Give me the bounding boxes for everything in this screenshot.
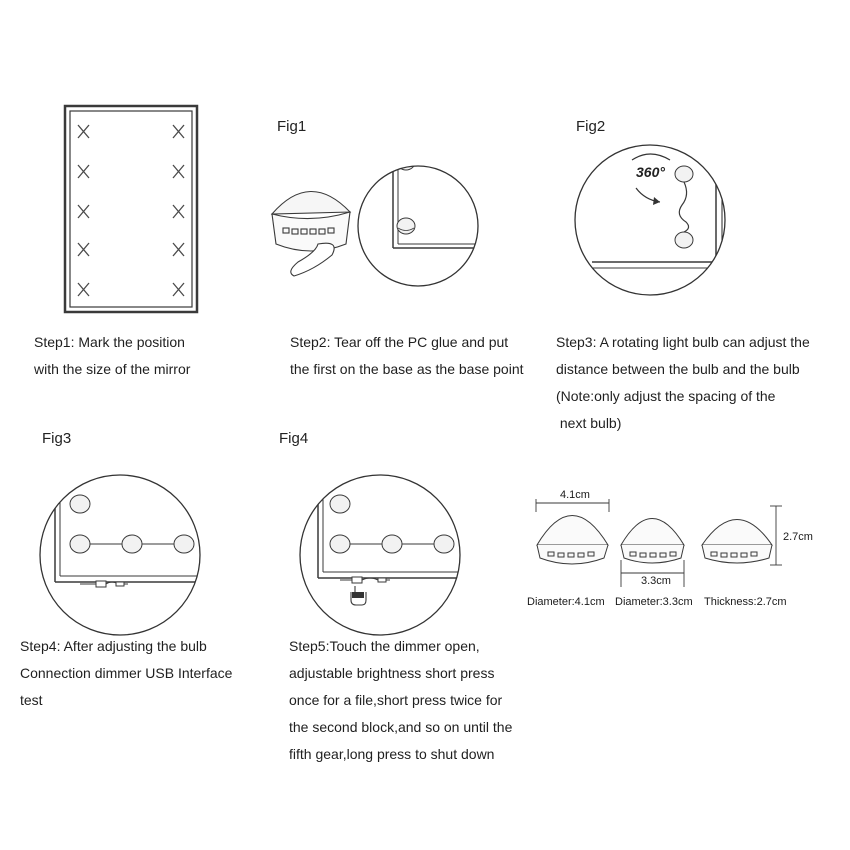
bulb-large	[536, 515, 609, 565]
mark-left-4	[77, 242, 90, 257]
step5-line-3: once for a file,short press twice for	[289, 692, 503, 708]
mirror-diagram	[63, 104, 199, 314]
caption-diameter-small: Diameter:3.3cm	[615, 596, 693, 608]
step5-text: Step5:Touch the dimmer open, adjustable …	[289, 633, 512, 768]
rotate-arrow-icon	[653, 197, 660, 205]
fig4-detail-circle	[299, 474, 461, 636]
step1-line-1: Step1: Mark the position	[34, 334, 185, 350]
step5-line-1: Step5:Touch the dimmer open,	[289, 638, 480, 654]
step2-line-2: the first on the base as the base point	[290, 361, 524, 377]
step4-line-1: Step4: After adjusting the bulb	[20, 638, 207, 654]
mark-right-2	[172, 164, 185, 179]
fig1-detail-circle	[357, 165, 479, 287]
step3-line-4: next bulb)	[556, 415, 622, 431]
step5-line-5: fifth gear,long press to shut down	[289, 746, 495, 762]
step4-line-3: test	[20, 692, 43, 708]
step3-line-3: (Note:only adjust the spacing of the	[556, 388, 776, 404]
step1-line-2: with the size of the mirror	[34, 361, 191, 377]
fig2-label: Fig2	[576, 118, 606, 135]
step2-text: Step2: Tear off the PC glue and put the …	[290, 329, 524, 383]
mark-left-5	[77, 282, 90, 297]
bulb-dimensions	[535, 499, 782, 587]
dim-width-small: 3.3cm	[641, 575, 671, 587]
fig3-label: Fig3	[42, 430, 72, 447]
fig1-label: Fig1	[277, 118, 307, 135]
step5-line-2: adjustable brightness short press	[289, 665, 495, 681]
rotation-label: 360°	[636, 164, 665, 180]
fig3-detail-circle	[39, 474, 201, 636]
bulb-small	[620, 518, 685, 564]
touch-hand-icon	[350, 586, 367, 606]
bulb-thickness	[701, 519, 773, 564]
step3-line-1: Step3: A rotating light bulb can adjust …	[556, 334, 810, 350]
step3-line-2: distance between the bulb and the bulb	[556, 361, 800, 377]
step3-text: Step3: A rotating light bulb can adjust …	[556, 329, 810, 437]
caption-diameter-large: Diameter:4.1cm	[527, 596, 605, 608]
step4-text: Step4: After adjusting the bulb Connecti…	[20, 633, 232, 714]
fig1-bulb	[270, 191, 352, 277]
step2-line-1: Step2: Tear off the PC glue and put	[290, 334, 509, 350]
dim-height: 2.7cm	[783, 531, 813, 543]
mark-right-5	[172, 282, 185, 297]
mark-left-2	[77, 164, 90, 179]
mark-left-1	[77, 124, 90, 139]
mark-left-3	[77, 204, 90, 219]
fig4-label: Fig4	[279, 430, 309, 447]
step5-line-4: the second block,and so on until the	[289, 719, 513, 735]
mark-right-3	[172, 204, 185, 219]
step1-text: Step1: Mark the position with the size o…	[34, 329, 190, 383]
mark-right-4	[172, 242, 185, 257]
rotate-arc-top	[631, 153, 671, 161]
dim-width-large: 4.1cm	[560, 489, 590, 501]
position-marks	[77, 124, 185, 297]
caption-thickness: Thickness:2.7cm	[704, 596, 787, 608]
step4-line-2: Connection dimmer USB Interface	[20, 665, 233, 681]
mark-right-1	[172, 124, 185, 139]
